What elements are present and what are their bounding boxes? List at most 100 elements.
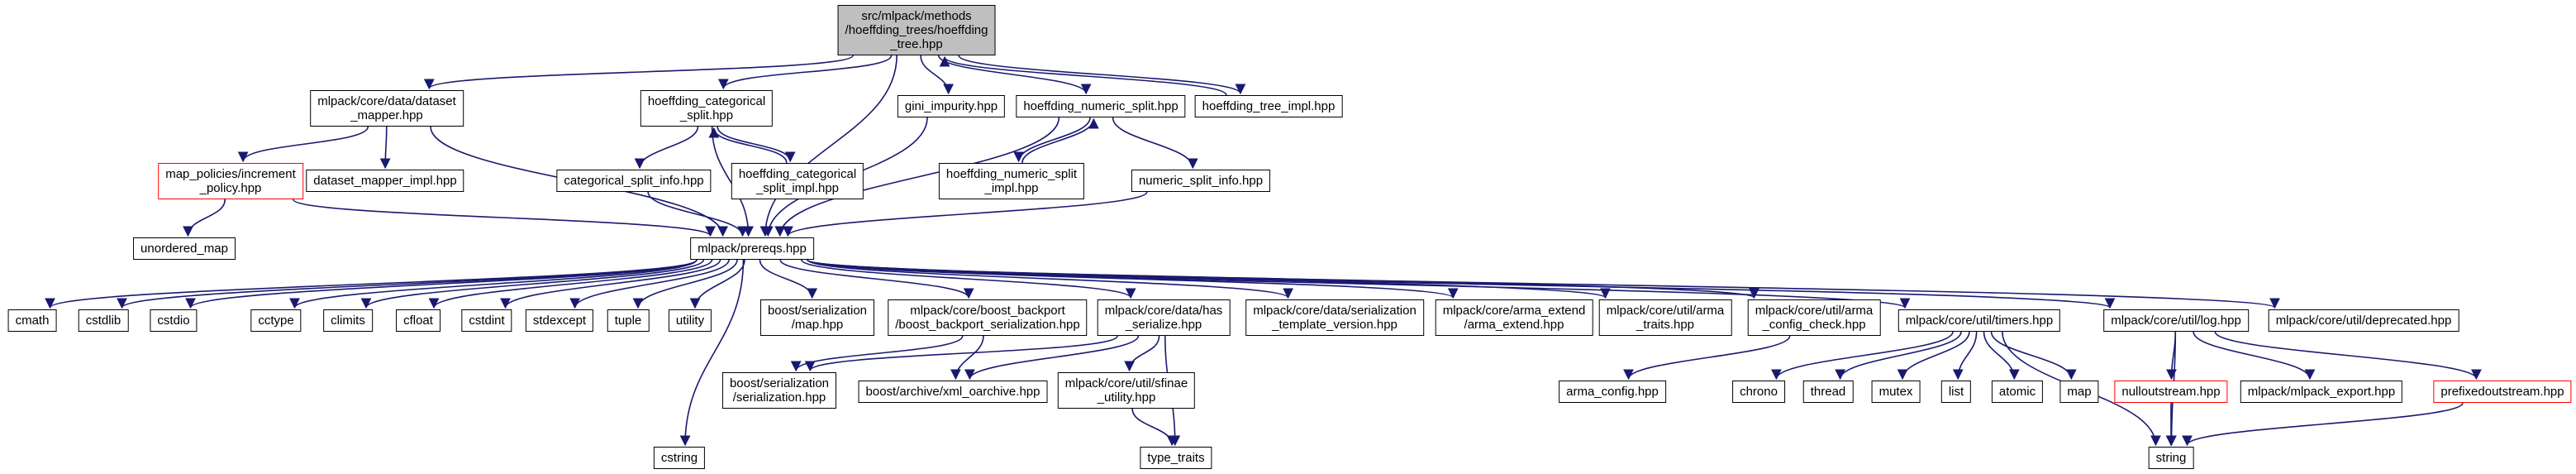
- node-xml_oarchive: boost/archive/xml_oarchive.hpp: [858, 381, 1048, 403]
- node-cfloat: cfloat: [396, 309, 440, 332]
- edge-prereqs-cstdlib: [117, 259, 698, 309]
- edge-prereqs-stdexcept: [569, 259, 730, 309]
- node-dataset_mapper_impl[interactable]: dataset_mapper_impl.hpp: [306, 170, 464, 192]
- node-arma_config[interactable]: arma_config.hpp: [1559, 381, 1666, 403]
- node-increment_policy[interactable]: map_policies/increment _policy.hpp: [158, 163, 303, 199]
- edge-prereqs-climits: [360, 259, 705, 309]
- node-hoeffding_tree: src/mlpack/methods /hoeffding_trees/hoef…: [837, 5, 996, 55]
- edge-boost_backport-xml_oarchive: [950, 335, 984, 381]
- edge-hoeffding_numeric_split-numeric_split_info: [1112, 117, 1198, 170]
- edge-hoeffding_categorical_split-hoeffding_categorical_split_impl: [717, 126, 796, 163]
- node-prereqs[interactable]: mlpack/prereqs.hpp: [690, 237, 814, 260]
- node-cmath: cmath: [7, 309, 57, 332]
- node-boost_serialization_map: boost/serialization /map.hpp: [759, 299, 875, 336]
- edge-prereqs-arma_extend: [807, 259, 1459, 299]
- node-unordered_map: unordered_map: [133, 237, 236, 260]
- node-has_serialize[interactable]: mlpack/core/data/has _serialize.hpp: [1097, 299, 1231, 336]
- edge-sfinae_utility-type_traits: [1131, 408, 1178, 447]
- edge-dataset_mapper-increment_policy: [237, 126, 369, 163]
- edge-prereqs-boost_backport: [779, 259, 974, 299]
- edge-prereqs-cstdio: [185, 259, 698, 309]
- node-cstdio: cstdio: [150, 309, 198, 332]
- edge-prereqs-cctype: [289, 259, 698, 309]
- edge-prereqs-cstdint: [500, 259, 721, 309]
- edge-prereqs-cfloat: [428, 259, 713, 309]
- node-cctype: cctype: [250, 309, 302, 332]
- edge-hoeffding_categorical_split-categorical_split_info: [634, 126, 699, 170]
- edge-timers-atomic: [1983, 331, 2020, 381]
- edge-dataset_mapper-dataset_mapper_impl: [379, 126, 391, 170]
- edge-prefixedoutstream-string: [2182, 402, 2464, 447]
- edge-hoeffding_categorical_split_impl-hoeffding_categorical_split: [708, 127, 788, 164]
- node-atomic: atomic: [1991, 381, 2044, 403]
- edge-increment_policy-prereqs: [292, 199, 716, 237]
- node-hoeffding_tree_impl[interactable]: hoeffding_tree_impl.hpp: [1194, 95, 1343, 117]
- node-cstring: cstring: [653, 447, 706, 469]
- node-utility: utility: [668, 309, 712, 332]
- edge-prereqs-arma_config_check: [807, 259, 1759, 299]
- node-list: list: [1940, 381, 1972, 403]
- node-cstdlib: cstdlib: [78, 309, 129, 332]
- node-map: map: [2059, 381, 2099, 403]
- node-string: string: [2148, 447, 2194, 469]
- edge-hoeffding_tree-gini_impurity: [920, 55, 955, 95]
- node-hoeffding_numeric_split_impl[interactable]: hoeffding_numeric_split _impl.hpp: [938, 163, 1085, 199]
- edge-increment_policy-unordered_map: [183, 199, 226, 237]
- edge-prereqs-utility: [689, 259, 745, 309]
- node-mlpack_export[interactable]: mlpack/mlpack_export.hpp: [2240, 381, 2403, 403]
- node-serialization_template_version[interactable]: mlpack/core/data/serialization _template…: [1245, 299, 1424, 336]
- node-thread: thread: [1802, 381, 1854, 403]
- node-prefixedoutstream[interactable]: prefixedoutstream.hpp: [2433, 381, 2572, 403]
- edge-timers-mutex: [1897, 331, 1970, 381]
- edge-hoeffding_numeric_split-hoeffding_numeric_split_impl: [1013, 117, 1091, 163]
- edge-prereqs-boost_serialization_map: [759, 259, 818, 299]
- node-boost_backport[interactable]: mlpack/core/boost_backport /boost_backpo…: [888, 299, 1088, 336]
- edge-prereqs-has_serialize: [800, 259, 1136, 299]
- node-hoeffding_categorical_split_impl[interactable]: hoeffding_categorical _split_impl.hpp: [731, 163, 864, 199]
- edge-prereqs-cstring: [679, 259, 745, 447]
- node-arma_traits[interactable]: mlpack/core/util/arma _traits.hpp: [1598, 299, 1732, 336]
- edge-prereqs-tuple: [632, 259, 738, 309]
- node-boost_serialization: boost/serialization /serialization.hpp: [721, 372, 837, 409]
- edge-hoeffding_numeric_split_impl-hoeffding_numeric_split: [1021, 117, 1099, 164]
- node-type_traits: type_traits: [1140, 447, 1212, 469]
- edge-hoeffding_tree-hoeffding_tree_impl: [958, 55, 1246, 95]
- edge-has_serialize-sfinae_utility: [1124, 335, 1160, 372]
- node-stdexcept: stdexcept: [525, 309, 594, 332]
- edge-hoeffding_tree-hoeffding_categorical_split: [718, 55, 893, 90]
- node-cstdint: cstdint: [461, 309, 512, 332]
- node-gini_impurity[interactable]: gini_impurity.hpp: [897, 95, 1006, 117]
- edge-hoeffding_tree_impl-hoeffding_tree: [939, 55, 1227, 96]
- edge-log-nulloutstream: [2166, 331, 2177, 381]
- node-timers[interactable]: mlpack/core/util/timers.hpp: [1897, 309, 2061, 332]
- edge-log-prefixedoutstream: [2214, 331, 2482, 381]
- node-nulloutstream[interactable]: nulloutstream.hpp: [2114, 381, 2228, 403]
- edge-log-mlpack_export: [2193, 331, 2316, 381]
- edge-has_serialize-boost_serialization: [804, 335, 1118, 372]
- edge-hoeffding_tree-dataset_mapper: [424, 55, 854, 90]
- edge-timers-map: [1990, 331, 2077, 381]
- edge-timers-list: [1952, 331, 1978, 381]
- edge-prereqs-serialization_template_version: [807, 259, 1293, 299]
- edge-timers-chrono: [1771, 331, 1954, 381]
- edge-timers-thread: [1835, 331, 1962, 381]
- node-tuple: tuple: [607, 309, 650, 332]
- edge-hoeffding_tree-prereqs: [759, 55, 898, 237]
- node-categorical_split_info[interactable]: categorical_split_info.hpp: [556, 170, 712, 192]
- node-numeric_split_info[interactable]: numeric_split_info.hpp: [1131, 170, 1271, 192]
- node-log[interactable]: mlpack/core/util/log.hpp: [2103, 309, 2249, 332]
- node-sfinae_utility[interactable]: mlpack/core/util/sfinae _utility.hpp: [1057, 372, 1196, 409]
- node-hoeffding_numeric_split[interactable]: hoeffding_numeric_split.hpp: [1016, 95, 1186, 117]
- node-deprecated[interactable]: mlpack/core/util/deprecated.hpp: [2268, 309, 2459, 332]
- node-hoeffding_categorical_split[interactable]: hoeffding_categorical _split.hpp: [640, 90, 774, 127]
- edge-prereqs-cmath: [45, 259, 698, 309]
- node-arma_extend[interactable]: mlpack/core/arma_extend /arma_extend.hpp: [1435, 299, 1593, 336]
- node-dataset_mapper[interactable]: mlpack/core/data/dataset _mapper.hpp: [310, 90, 464, 127]
- node-climits: climits: [323, 309, 373, 332]
- node-mutex: mutex: [1871, 381, 1921, 403]
- node-chrono: chrono: [1732, 381, 1785, 403]
- edge-arma_config_check-arma_config: [1623, 335, 1791, 381]
- node-arma_config_check[interactable]: mlpack/core/util/arma _config_check.hpp: [1747, 299, 1881, 336]
